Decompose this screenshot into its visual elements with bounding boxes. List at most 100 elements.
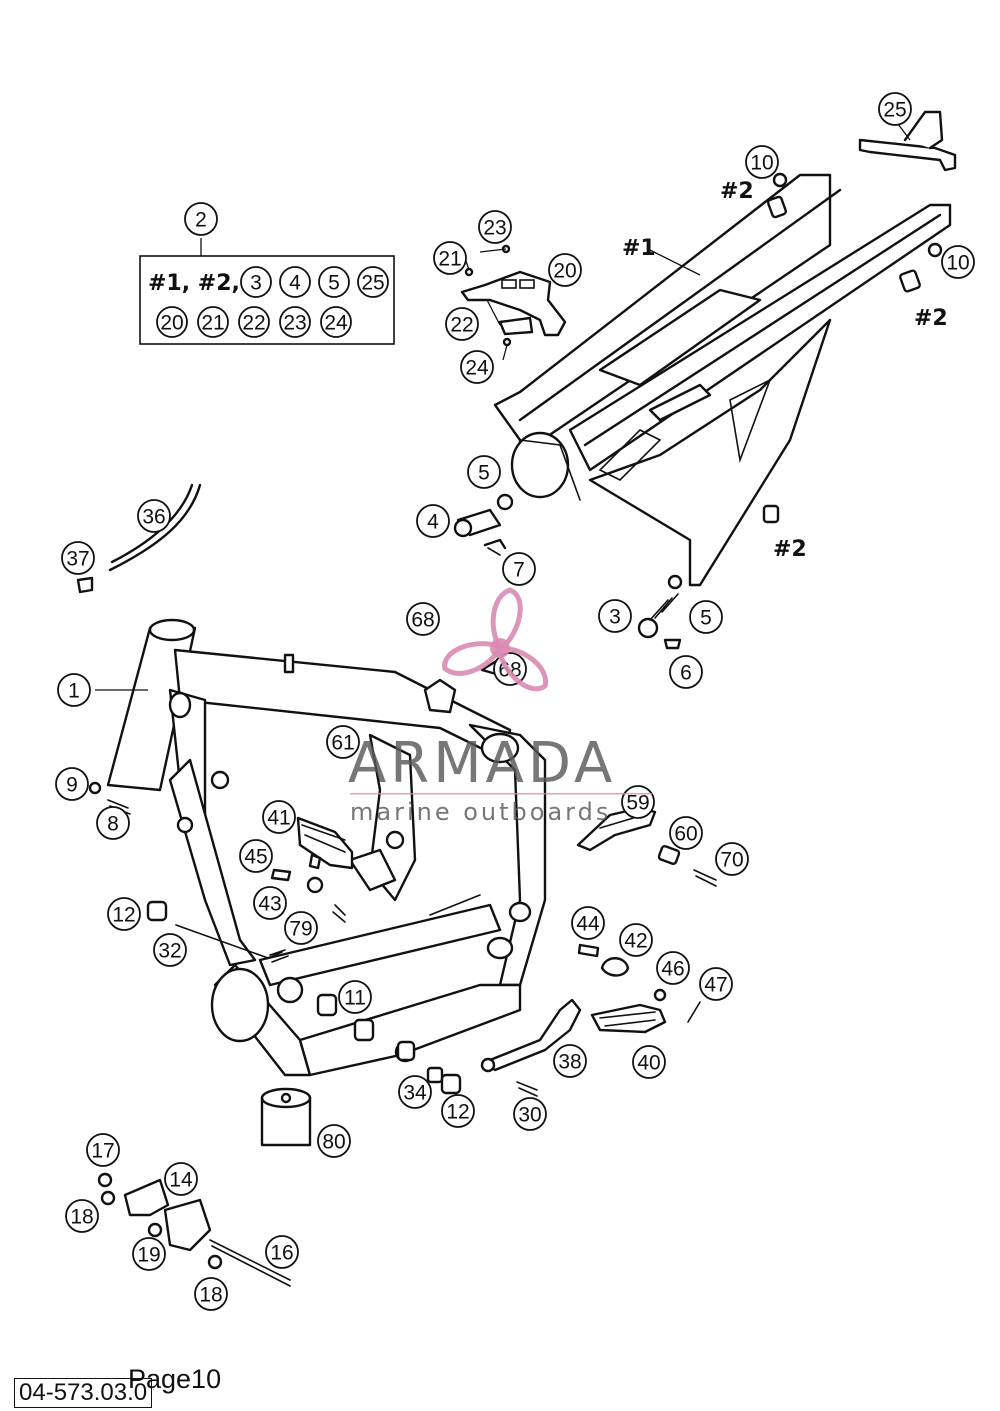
callout-79-text: 79 xyxy=(289,918,312,941)
callout-11: 11 xyxy=(338,980,372,1014)
callout-10: 10 xyxy=(745,145,779,179)
callout-42-text: 42 xyxy=(624,930,647,953)
callout-20-text: 20 xyxy=(553,260,576,283)
callout-9: 9 xyxy=(55,767,89,801)
callout-68: 68 xyxy=(406,602,440,636)
callout-9-text: 9 xyxy=(66,774,78,797)
callout-22: 22 xyxy=(445,307,479,341)
callout-32-text: 32 xyxy=(158,940,181,963)
callout-23-text: 23 xyxy=(483,217,506,240)
callout-23: 23 xyxy=(478,210,512,244)
kit-callout-4-text: 4 xyxy=(289,272,301,295)
hash-labels: #1#2#2#2 xyxy=(622,179,948,562)
callout-18-text: 18 xyxy=(70,1206,93,1229)
callout-7: 7 xyxy=(502,552,536,586)
callout-70-text: 70 xyxy=(720,849,743,872)
callout-5: 5 xyxy=(467,455,501,489)
callout-46: 46 xyxy=(656,951,690,985)
watermark-subtitle: marine outboards xyxy=(350,798,611,826)
callout-80: 80 xyxy=(317,1124,351,1158)
pivot-hardware xyxy=(146,900,462,1095)
callout-11-text: 11 xyxy=(344,987,366,1010)
callout-18: 18 xyxy=(65,1199,99,1233)
kit-callout-22: 22 xyxy=(238,306,270,338)
kit-callout-20: 20 xyxy=(156,306,188,338)
hash-label: #1 xyxy=(622,236,656,261)
callout-2: 2 xyxy=(184,202,218,236)
armada-logo-icon xyxy=(442,587,548,692)
callout-8-text: 8 xyxy=(107,813,119,836)
callout-38: 38 xyxy=(553,1044,587,1078)
callout-41: 41 xyxy=(262,800,296,834)
callout-47: 47 xyxy=(699,967,733,1001)
watermark-title: ARMADA xyxy=(348,731,616,796)
callout-18-text: 18 xyxy=(199,1284,222,1307)
kit-callout-22-text: 22 xyxy=(242,312,265,335)
left-footpeg xyxy=(267,816,354,959)
callout-47-text: 47 xyxy=(704,974,727,997)
oil-filter xyxy=(260,1087,312,1147)
callout-6-text: 6 xyxy=(680,662,692,685)
kit-callout-3-text: 3 xyxy=(250,272,262,295)
kit-callout-24: 24 xyxy=(320,306,352,338)
kit-callout-25-text: 25 xyxy=(361,272,384,295)
callout-36-text: 36 xyxy=(142,506,165,529)
main-frame xyxy=(106,618,547,1077)
callout-5-text: 5 xyxy=(700,607,712,630)
callout-34-text: 34 xyxy=(403,1082,427,1105)
callout-68-text: 68 xyxy=(411,609,434,632)
drawing-code: 04-573.03.0 xyxy=(14,1378,153,1408)
callout-12-text: 12 xyxy=(112,904,135,927)
callout-30: 30 xyxy=(513,1097,547,1131)
callout-38-text: 38 xyxy=(558,1051,581,1074)
callout-61: 61 xyxy=(326,725,360,759)
armada-watermark: ARMADA marine outboards xyxy=(348,587,652,826)
callout-1-text: 1 xyxy=(68,680,80,703)
kit-callout-23-text: 23 xyxy=(283,312,306,335)
kit-callout-4: 4 xyxy=(279,266,311,298)
callout-30-text: 30 xyxy=(518,1104,541,1127)
callout-18: 18 xyxy=(194,1277,228,1311)
callout-14: 14 xyxy=(164,1162,198,1196)
callout-24: 24 xyxy=(460,350,494,384)
callout-17: 17 xyxy=(86,1133,120,1167)
callout-60: 60 xyxy=(669,816,703,850)
kit-callout-23: 23 xyxy=(279,306,311,338)
callout-41-text: 41 xyxy=(267,807,290,830)
callout-45: 45 xyxy=(239,839,273,873)
callout-labels: 1234556789101011121214161718181920212223… xyxy=(55,92,975,1311)
kit-callout-25: 25 xyxy=(357,266,389,298)
callout-17-text: 17 xyxy=(91,1140,114,1163)
callout-5: 5 xyxy=(689,600,723,634)
callout-10-text: 10 xyxy=(946,252,969,275)
kit-callout-20-text: 20 xyxy=(160,312,183,335)
callout-70: 70 xyxy=(715,842,749,876)
callout-40: 40 xyxy=(632,1045,666,1079)
leader-lines xyxy=(95,119,911,691)
subframe-hardware xyxy=(453,172,943,650)
engine-mount-brackets xyxy=(97,1172,291,1287)
callout-43-text: 43 xyxy=(258,893,281,916)
kit-hash-text: #1, #2, xyxy=(148,271,240,296)
kit-row-2: 20 21 22 23 24 xyxy=(156,306,352,338)
callout-24-text: 24 xyxy=(465,357,489,380)
callout-3: 3 xyxy=(598,599,632,633)
callout-25-text: 25 xyxy=(883,99,906,122)
callout-12-text: 12 xyxy=(446,1101,469,1124)
callout-10-text: 10 xyxy=(750,152,773,175)
page-number: Page10 xyxy=(128,1364,222,1394)
callout-5-text: 5 xyxy=(478,462,490,485)
callout-59: 59 xyxy=(621,785,655,819)
callout-60-text: 60 xyxy=(674,823,697,846)
callout-79: 79 xyxy=(284,911,318,945)
callout-21: 21 xyxy=(433,241,467,275)
callout-40-text: 40 xyxy=(637,1052,660,1075)
callout-12: 12 xyxy=(107,897,141,931)
kit-callout-21: 21 xyxy=(197,306,229,338)
callout-46-text: 46 xyxy=(661,958,684,981)
kit-callout-5: 5 xyxy=(318,266,350,298)
callout-20: 20 xyxy=(548,253,582,287)
